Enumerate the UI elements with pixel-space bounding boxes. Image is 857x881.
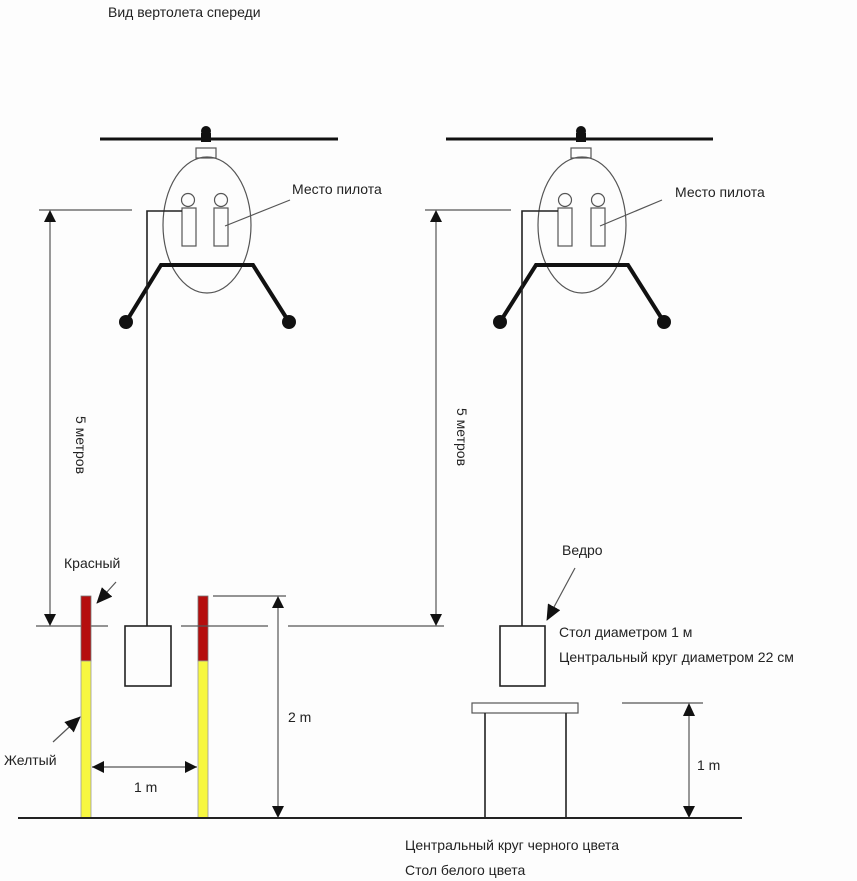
- yellow-pointer-arrow: [52, 716, 81, 743]
- title-text: Вид вертолета спереди: [108, 4, 261, 20]
- pilot-head-1-left: [180, 192, 196, 208]
- pilot-seat-2-right: [590, 207, 606, 247]
- pilot-head-1-right: [557, 192, 573, 208]
- pilot-head-2-left: [213, 192, 229, 208]
- yellow-label: Желтый: [4, 752, 57, 768]
- arrow-right-icon: [185, 761, 197, 773]
- arrow-down-icon: [44, 614, 56, 626]
- bucket-rope-right: [521, 210, 558, 626]
- skid-foot-1-right: [493, 315, 507, 329]
- arrow-down-icon: [272, 806, 284, 818]
- pole-left-yellow-segment: [80, 660, 92, 819]
- arrow-down-icon: [683, 806, 695, 818]
- pilot-seat-1-right: [557, 207, 573, 247]
- height-dimension-right: 5 метров: [425, 209, 511, 626]
- pilot-label-left: Место пилота: [292, 181, 382, 197]
- bucket-right: [499, 625, 546, 687]
- pole-right-red-segment: [197, 595, 209, 662]
- table-height-label: 1 m: [697, 757, 720, 773]
- pilot-seat-1-left: [181, 207, 197, 247]
- table-note-line-1: Стол диаметром 1 м: [559, 624, 692, 640]
- pole-left-red-segment: [80, 595, 92, 662]
- height-label-left: 5 метров: [73, 416, 89, 474]
- skid-foot-2-right: [657, 315, 671, 329]
- table-note-line-2: Центральный круг диаметром 22 см: [559, 649, 794, 665]
- arrow-left-icon: [92, 761, 104, 773]
- bucket-rope-left: [146, 210, 182, 626]
- left-helicopter: Место пилота: [100, 126, 382, 687]
- red-pointer-arrow: [96, 581, 117, 604]
- arrow-up-icon: [683, 703, 695, 716]
- height-label-right: 5 метров: [454, 408, 470, 466]
- pilot-seat-2-left: [213, 207, 229, 247]
- bucket-label: Ведро: [562, 542, 603, 558]
- bottom-note-line-2: Стол белого цвета: [405, 862, 526, 878]
- rotor-mast-left: [201, 133, 211, 142]
- bucket-pointer-arrow: [546, 567, 576, 621]
- arrow-up-icon: [44, 210, 56, 222]
- pilot-leader-line-left: [224, 199, 291, 227]
- pilot-head-2-right: [590, 192, 606, 208]
- arrow-up-icon: [272, 596, 284, 608]
- pilot-label-right: Место пилота: [675, 184, 765, 200]
- table-top: [471, 702, 579, 714]
- rotor-mast-right: [576, 133, 586, 142]
- pole-height-label: 2 m: [288, 709, 311, 725]
- pole-right: [197, 595, 209, 819]
- right-helicopter: Место пилота: [446, 126, 765, 687]
- engine-housing-left: [195, 147, 217, 159]
- pole-right-yellow-segment: [197, 660, 209, 819]
- engine-housing-right: [570, 147, 592, 159]
- height-dimension-left: 5 метров: [36, 209, 132, 627]
- skid-foot-1-left: [119, 315, 133, 329]
- arrow-up-icon: [430, 210, 442, 222]
- pole-gap-label: 1 m: [134, 779, 157, 795]
- landing-skid-left: [124, 263, 291, 324]
- red-label: Красный: [64, 555, 120, 571]
- landing-skid-right: [498, 263, 666, 324]
- bottom-note-line-1: Центральный круг черного цвета: [405, 837, 619, 853]
- pole-left: [80, 595, 92, 819]
- skid-foot-2-left: [282, 315, 296, 329]
- bucket-left: [124, 625, 172, 687]
- table: [471, 702, 579, 818]
- fuselage-right: [537, 156, 627, 294]
- arrow-down-icon: [430, 614, 442, 626]
- fuselage-left: [162, 156, 252, 294]
- pilot-leader-line-right: [599, 199, 663, 227]
